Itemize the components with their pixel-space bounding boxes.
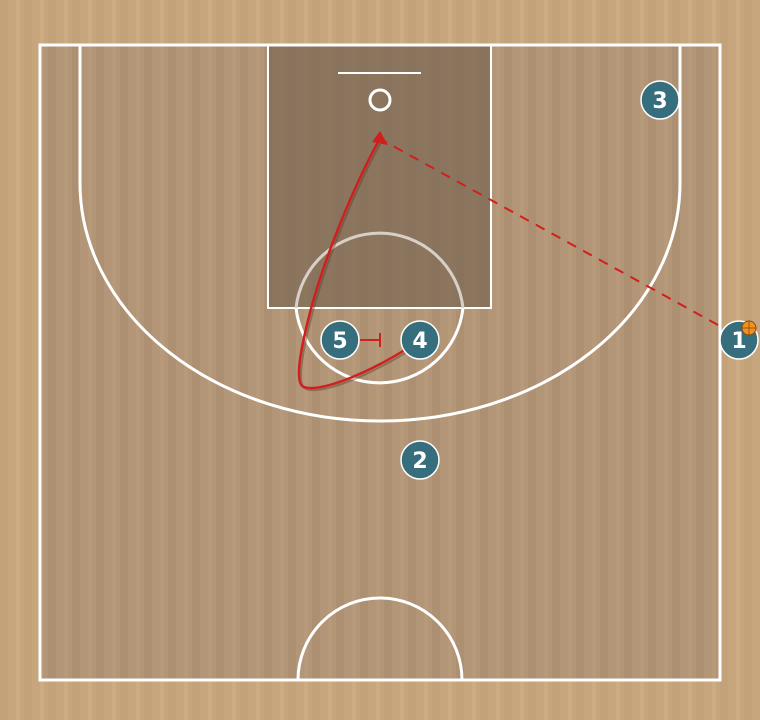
player-circle	[320, 320, 360, 360]
cut-path	[297, 141, 409, 390]
player-number: 5	[332, 329, 347, 354]
cut-arrowhead	[372, 131, 388, 145]
court-lines	[38, 43, 722, 682]
player-number: 1	[731, 329, 746, 354]
rim	[368, 88, 392, 112]
free-throw-circle-top	[294, 231, 465, 309]
cut-path-shadow	[300, 143, 411, 391]
actions-layer	[297, 131, 719, 391]
player-token-1[interactable]: 1	[719, 320, 759, 360]
free-throw-circle-bottom	[294, 307, 465, 385]
center-circle	[296, 596, 464, 681]
basketball-icon	[741, 320, 757, 336]
three-point-line	[78, 45, 682, 423]
player-number: 3	[652, 89, 667, 114]
player-token-4[interactable]: 4	[400, 320, 440, 360]
paint-area	[268, 45, 491, 308]
players-layer: 1 2 3 4 5	[320, 80, 759, 480]
player-token-5[interactable]: 5	[320, 320, 360, 360]
pass-line	[381, 139, 719, 326]
player-token-3[interactable]: 3	[640, 80, 680, 120]
player-number: 4	[412, 329, 427, 354]
player-token-2[interactable]: 2	[400, 440, 440, 480]
player-circle	[400, 440, 440, 480]
key-lines	[267, 44, 492, 309]
player-number: 2	[412, 449, 427, 474]
player-circle	[640, 80, 680, 120]
player-circle	[400, 320, 440, 360]
